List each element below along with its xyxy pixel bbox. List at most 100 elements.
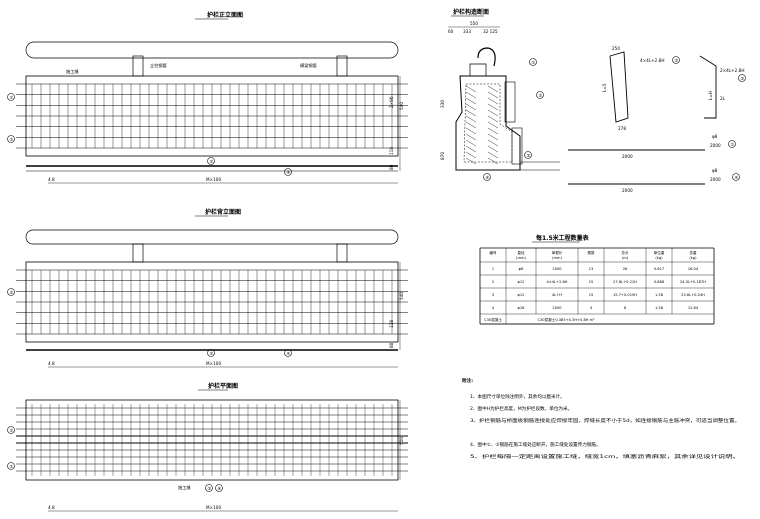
callout-2b: ②	[10, 290, 14, 295]
dim-h-plan: 550	[399, 437, 404, 445]
note-4: 4、图中①、②钢筋在施工缝处应断开，施工缝处设置传力钢筋。	[470, 441, 601, 448]
shape1-bottom: 278	[618, 126, 626, 131]
table-header: (mm)	[516, 256, 526, 260]
table-header: (kg)	[655, 256, 663, 260]
section-dim-b: 333	[463, 29, 471, 34]
dim-left-c: 4.8	[48, 505, 55, 510]
table-cell: 1	[492, 267, 494, 271]
table-cell: 15	[589, 293, 594, 297]
table-cell: 12.64	[688, 306, 699, 310]
table-cell: φ12	[518, 293, 525, 297]
callout-2c: ②	[10, 464, 14, 469]
table-header: 总长	[621, 250, 629, 255]
shape2-callout: ③	[741, 76, 745, 81]
table-cell: 2	[492, 280, 494, 284]
bar2-tag: φ8	[712, 168, 718, 173]
post-label: 立柱钢管	[150, 62, 167, 69]
dim-left-b: 4.8	[48, 361, 55, 366]
table-footer-value: C30混凝土0.385+0.3H+0.8H m³	[537, 317, 595, 322]
table-header: (m)	[622, 256, 629, 260]
table-header: 编号	[489, 250, 497, 255]
table-header: (kg)	[689, 256, 697, 260]
table-cell: 13	[589, 267, 594, 271]
section-callout-4: ④	[486, 175, 490, 180]
section-callout-3: ③	[527, 153, 531, 158]
dim-bottom-b: M×100	[206, 361, 221, 366]
notes: 附注: 1、本图尺寸单位除注明外，其余均以厘米计。 2、图中H为护栏高度，M为护…	[462, 377, 740, 460]
dim-h4b: 80	[389, 342, 394, 348]
callout-3: ③	[210, 159, 214, 164]
post-1	[132, 55, 144, 77]
bar2-len2: 2000	[710, 177, 721, 182]
table-cell: 4	[492, 306, 495, 310]
callout-3c: ③	[208, 486, 212, 491]
note-3: 3、护栏钢筋与桥面板钢筋连接处应焊接牢固，焊缝长度不小于5d，如连接钢筋与主筋冲…	[470, 417, 740, 424]
table-cell: 23.6L+0.24H	[681, 293, 705, 297]
plan-title: 护栏平面图	[208, 382, 238, 390]
dim-left: 4.8	[48, 177, 55, 182]
table-cell: 2000	[552, 306, 562, 310]
bar1-len2: 2000	[710, 143, 721, 148]
section-title: 护栏构造断面	[453, 8, 489, 16]
section-dim-c: 32 125	[483, 29, 498, 34]
bar1-callout: ①	[731, 142, 735, 147]
table-header: 直径	[517, 250, 525, 255]
section-callout-2: ②	[539, 93, 543, 98]
table-cell: 8	[624, 306, 627, 310]
callout-4: ④	[287, 170, 291, 175]
table-cell: 1.58	[655, 293, 664, 297]
table-cell: φ12	[518, 280, 525, 284]
table-header: 总重	[689, 250, 697, 255]
callout-1: ①	[10, 95, 14, 100]
note-1: 1、本图尺寸单位除注明外，其余均以厘米计。	[470, 393, 565, 400]
seg-label: 施工缝	[66, 68, 79, 75]
table-cell: 0.617	[654, 267, 664, 271]
shape2-side: L=H	[708, 91, 713, 100]
callout-4b: ④	[287, 351, 291, 356]
post-2	[336, 55, 348, 77]
table-cell: 26	[623, 267, 628, 271]
callout-4c: ④	[218, 486, 222, 491]
table-cell: 15.7+0.015H	[613, 293, 637, 297]
section-callout-1: ①	[532, 60, 536, 65]
side-elevation-title: 护栏背立面图	[205, 208, 241, 216]
table-cell: 24.5L+0.187H	[680, 280, 706, 284]
shape2-label: 2×4L+2.8H	[720, 68, 745, 73]
callout-3b: ③	[210, 351, 214, 356]
plan-seg-label: 施工缝	[178, 484, 191, 491]
table-cell: 27.6L+0.21H	[613, 280, 637, 284]
dim-h1: 2×90	[389, 96, 394, 108]
quantity-table: 每1.5米工程数量表 编号直径(mm)单根长(mm)根数总长(m)单位重(kg)…	[479, 234, 715, 325]
bar1-length: 2000	[622, 154, 633, 159]
bar2-length: 2000	[622, 188, 633, 193]
shape1-callout: ②	[675, 58, 679, 63]
section-dim-h1: 330	[440, 100, 445, 108]
table-cell: φ16	[518, 306, 526, 310]
front-elevation-title: 护栏正立面图	[207, 11, 243, 19]
callout-2: ②	[10, 137, 14, 142]
front-elevation-view: 护栏正立面图 立柱钢管 横梁钢管 施工缝 ① ② ③ ④ 2×90 540 11…	[7, 11, 408, 184]
table-cell: 4×4L+2.8H	[546, 280, 567, 284]
note-5: 5、护栏每隔一定距离设置施工缝，缝宽1cm，填塞沥青麻絮，其余详见设计说明。	[470, 453, 740, 460]
table-cell: 3	[492, 293, 494, 297]
callout-1c: ①	[10, 428, 14, 433]
table-header: 单位重	[654, 250, 665, 255]
dim-h3: 118	[389, 147, 394, 155]
table-cell: φ8	[519, 267, 524, 271]
top-rail	[25, 41, 399, 59]
dim-h4: 80	[389, 164, 394, 170]
dim-h3b: 118	[389, 320, 394, 328]
rail-label: 横梁钢管	[300, 62, 317, 69]
bar2-callout: ④	[735, 175, 739, 180]
plan-rebar-grid	[16, 404, 408, 476]
dim-bottom: M×100	[206, 177, 221, 182]
rebar-details: 250 4×4L+2.8H L=5 278 ② 2×4L+2.8H L=H 2L…	[568, 46, 746, 193]
table-header: 根数	[587, 250, 595, 255]
dim-h2: 540	[399, 102, 404, 110]
table-cell: 16.04	[688, 267, 699, 271]
table-cell: 2000	[552, 267, 562, 271]
table-cell: 0.888	[654, 280, 665, 284]
side-elevation-view: 护栏背立面图 ② ③ ④ 540 118 80 4.8 M×100	[7, 208, 408, 368]
shape1-label: 4×4L+2.8H	[640, 58, 665, 63]
